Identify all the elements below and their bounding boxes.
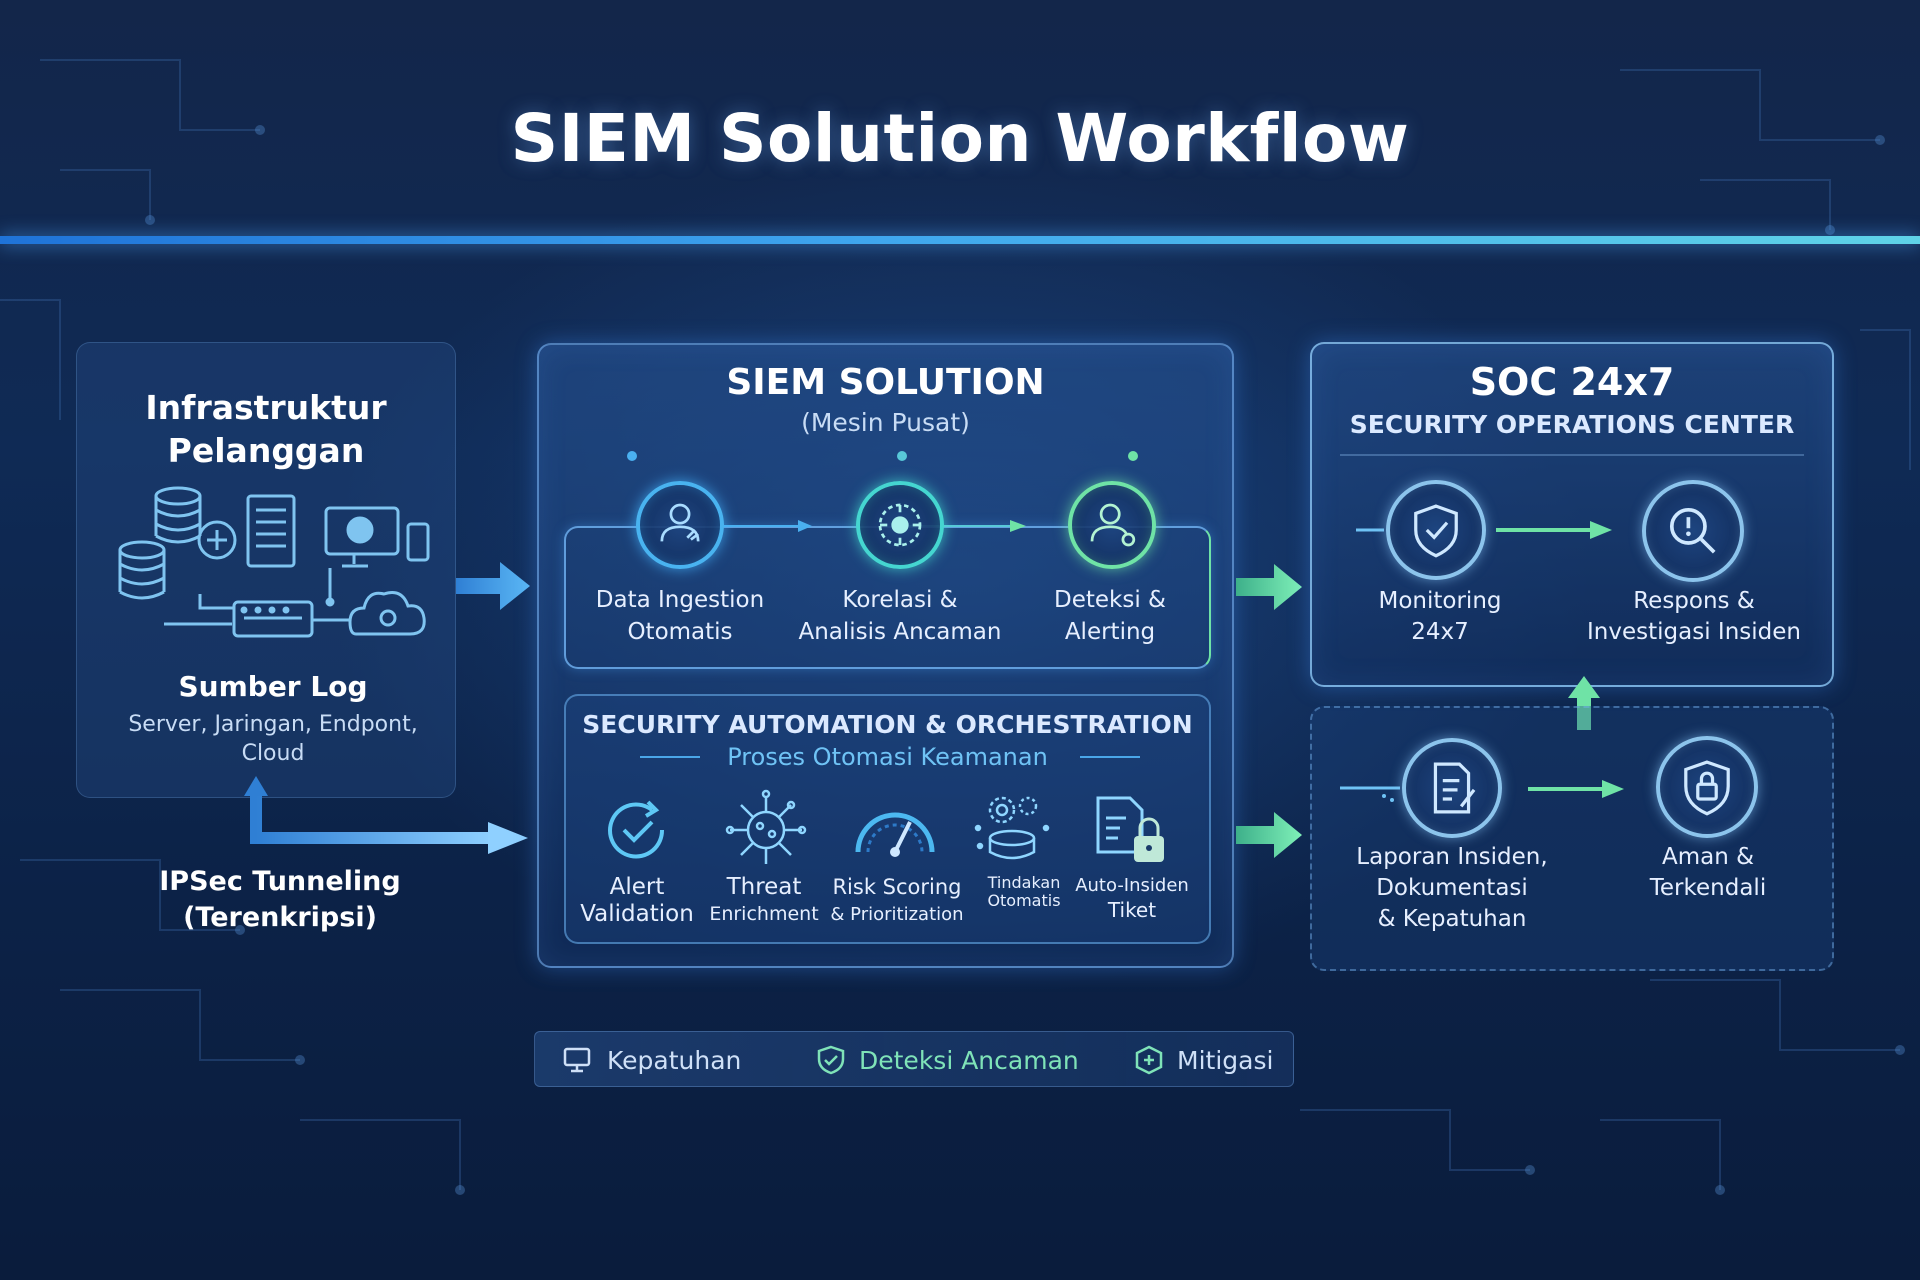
- automation-title: SECURITY AUTOMATION & ORCHESTRATION: [582, 710, 1193, 739]
- reporting-label: Laporan Insiden, Dokumentasi & Kepatuhan: [1356, 844, 1548, 932]
- legend-bar: Kepatuhan Deteksi Ancaman Mitigasi: [534, 1031, 1294, 1087]
- legend-item-threat-detection: Deteksi Ancaman: [817, 1032, 1079, 1088]
- security-automation-box: [564, 694, 1211, 944]
- flow-arrow-to-soc-icon: [1236, 564, 1302, 610]
- alert-validation-icon: [608, 800, 665, 859]
- legend-item-mitigation: Mitigasi: [1135, 1032, 1273, 1088]
- siem-step-label-2: Korelasi & Analisis Ancaman: [798, 587, 1002, 645]
- automation-item-5: Auto-Insiden Tiket: [1075, 875, 1189, 922]
- soc-step-label-2: Respons & Investigasi Insiden: [1587, 588, 1801, 645]
- shield-plus-icon: [1135, 1045, 1163, 1075]
- shield-check-icon: [817, 1045, 845, 1075]
- siem-step-label-1: Data Ingestion Otomatis: [595, 587, 765, 645]
- automation-subtitle: Proses Otomasi Keamanan: [727, 743, 1048, 771]
- detection-alerting-icon: [1068, 481, 1156, 569]
- automation-item-1: Alert Validation: [580, 874, 694, 927]
- infrastructure-heading: Infrastruktur Pelanggan: [145, 388, 387, 470]
- soc-subtitle-rule: [1340, 454, 1804, 456]
- siem-solution-panel: [537, 343, 1234, 968]
- soc-title: SOC 24x7: [1469, 360, 1675, 404]
- soc-step-label-1: Monitoring 24x7: [1378, 588, 1502, 645]
- auto-incident-ticket-icon: [1096, 796, 1164, 862]
- legend-item-compliance: Kepatuhan: [563, 1032, 741, 1088]
- flow-arrow-right-icon: [456, 562, 530, 610]
- title-divider: [0, 236, 1920, 244]
- siem-timeline: [627, 451, 1138, 461]
- automated-actions-icon: [974, 796, 1050, 860]
- automation-item-4: Tindakan Otomatis: [987, 873, 1061, 910]
- threat-enrichment-icon: [725, 789, 807, 864]
- log-source-description: Server, Jaringan, Endpont, Cloud: [128, 712, 418, 766]
- soc-reporting-box: [1310, 706, 1834, 971]
- flow-arrow-to-reports-icon: [1236, 812, 1302, 858]
- ipsec-tunnel-arrow-icon: [244, 776, 528, 854]
- siem-title: SIEM SOLUTION: [726, 362, 1045, 403]
- infrastructure-devices-icon: [118, 486, 430, 638]
- flow-arrow-up-icon: [1568, 676, 1600, 730]
- log-source-title: Sumber Log: [178, 670, 368, 703]
- correlation-analysis-icon: [856, 481, 944, 569]
- ipsec-tunneling-label: IPSec Tunneling (Terenkripsi): [159, 866, 401, 933]
- soc-connector: [1356, 521, 1612, 539]
- monitoring-shield-icon: [1386, 480, 1486, 580]
- automation-subtitle-rules: [640, 756, 1140, 758]
- investigation-magnifier-icon: [1642, 480, 1744, 582]
- data-ingestion-icon: [636, 481, 724, 569]
- page-title: SIEM Solution Workflow: [510, 100, 1410, 177]
- soc-subtitle: SECURITY OPERATIONS CENTER: [1349, 410, 1795, 439]
- incident-report-icon: [1402, 738, 1502, 838]
- siem-subtitle: (Mesin Pusat): [801, 408, 970, 437]
- reporting-connector: [1340, 780, 1624, 802]
- secure-shield-lock-icon: [1656, 736, 1758, 838]
- secure-controlled-label: Aman & Terkendali: [1649, 844, 1767, 901]
- siem-step-label-3: Deteksi & Alerting: [1054, 587, 1166, 645]
- risk-scoring-gauge-icon: [855, 812, 935, 857]
- automation-item-2: Threat Enrichment: [709, 874, 819, 925]
- automation-item-3: Risk Scoring & Prioritization: [830, 875, 964, 925]
- monitor-icon: [563, 1047, 591, 1073]
